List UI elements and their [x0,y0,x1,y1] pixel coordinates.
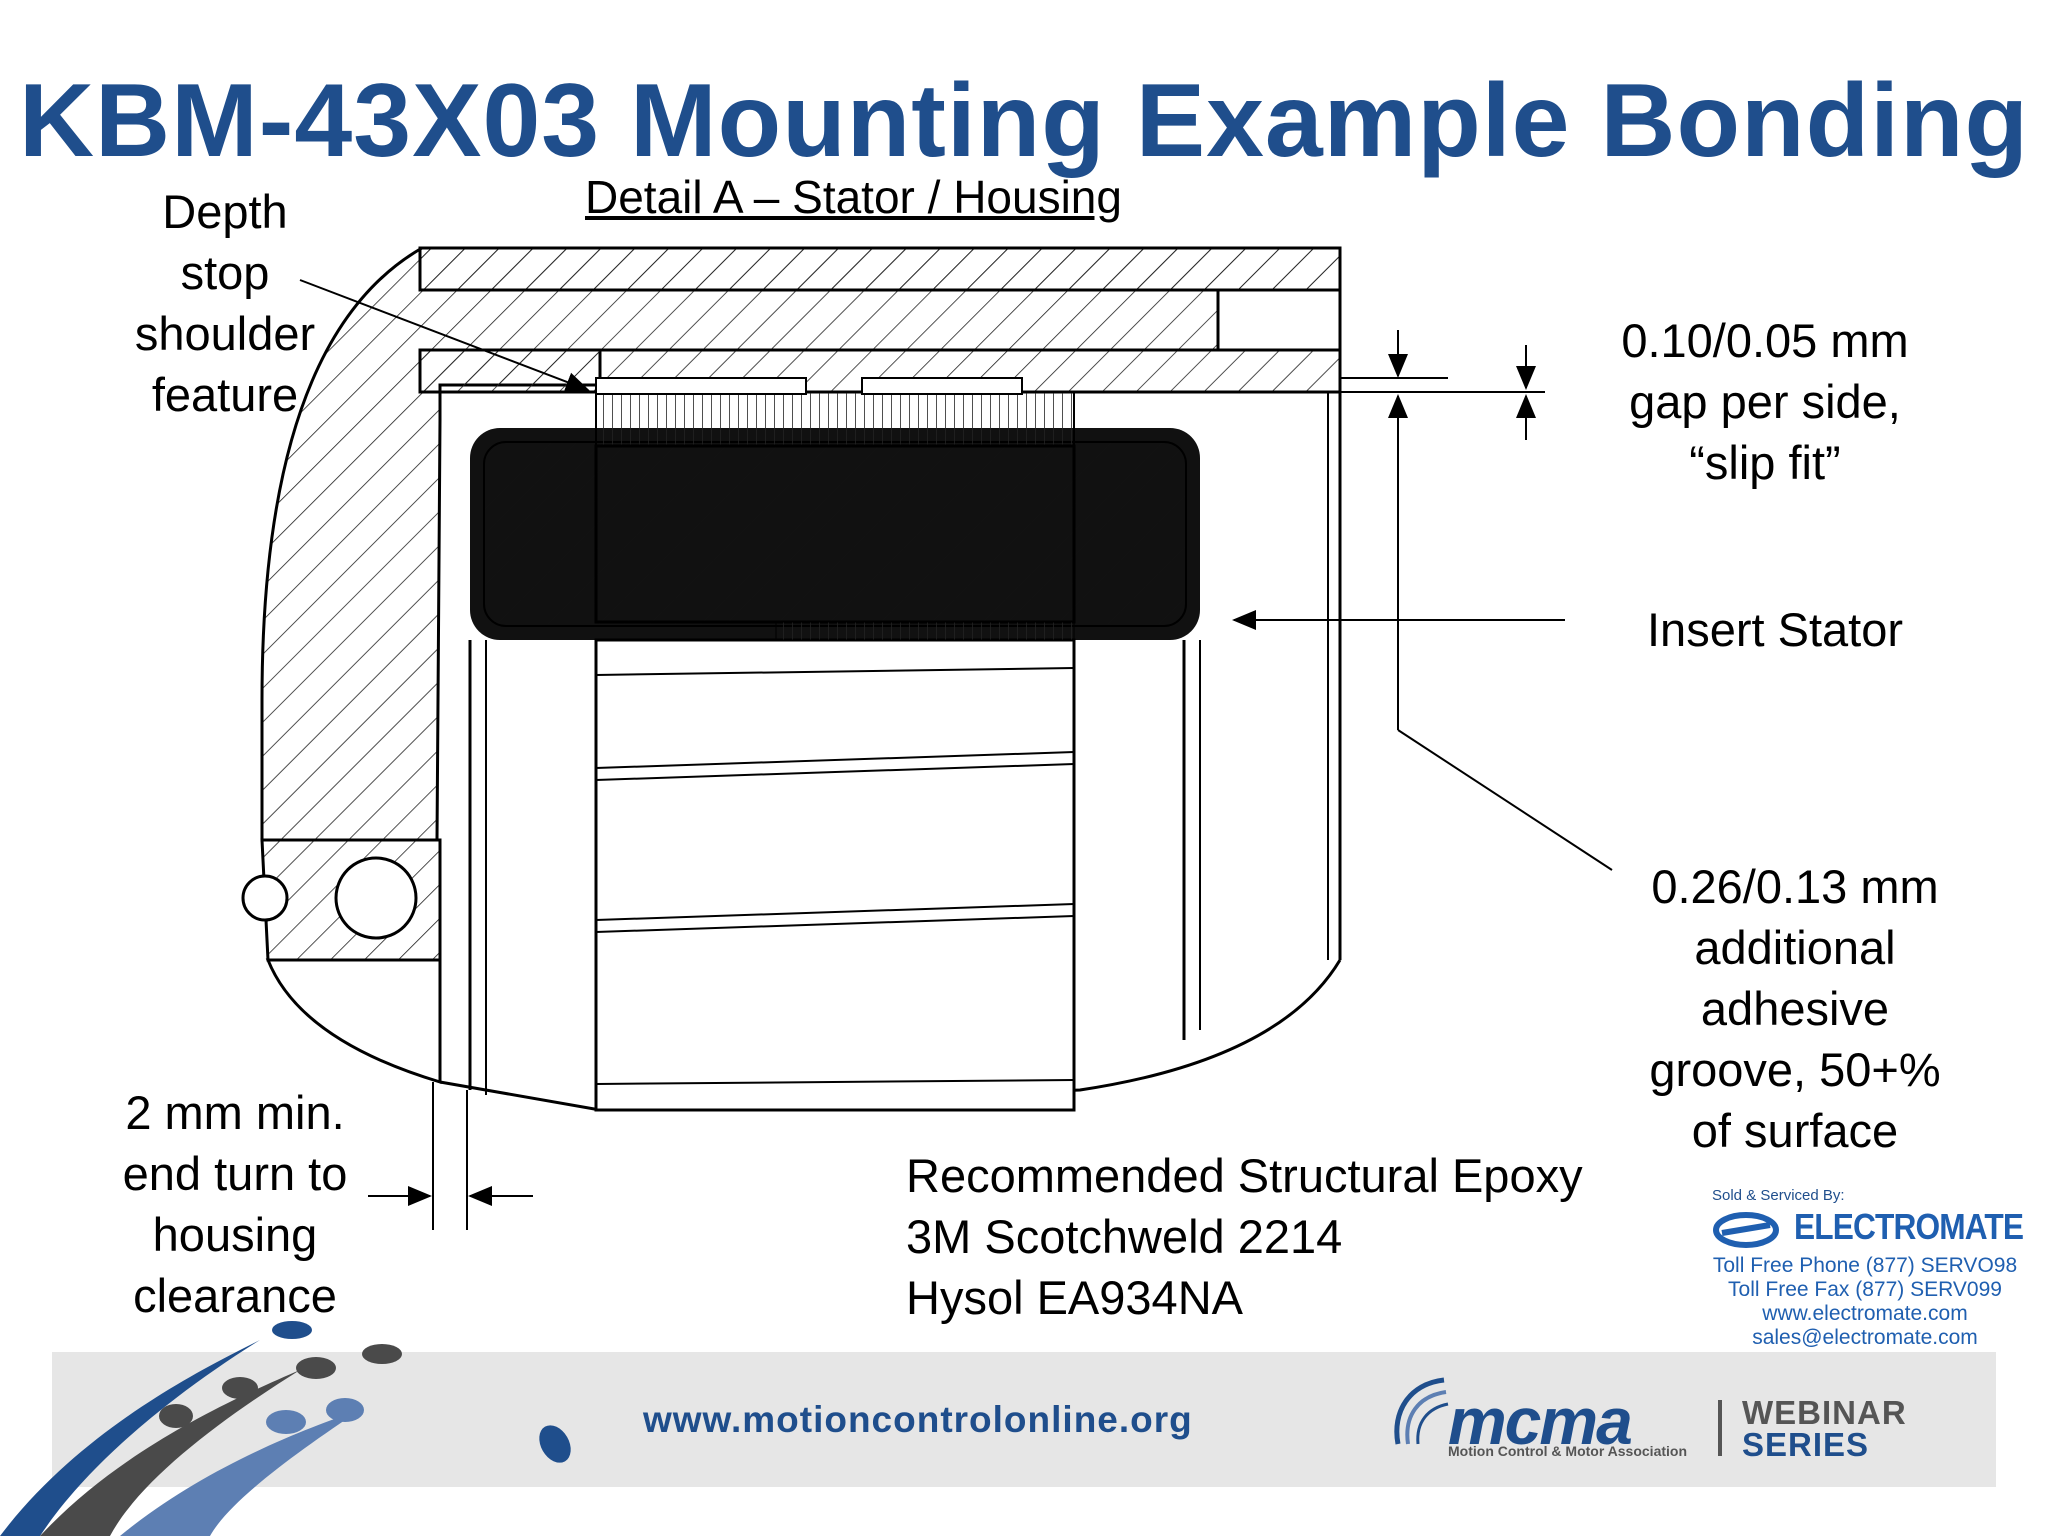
epoxy-item-1: 3M Scotchweld 2214 [906,1210,1343,1263]
sold-by-text: Sold & Serviced By: [1712,1187,1845,1204]
rotor [468,621,1201,1112]
footer-swoosh-graphic [0,1321,571,1536]
depth-stop-line-3: shoulder [134,307,316,360]
groove-line-4: groove, 50+% [1649,1043,1941,1096]
clearance-line-1: 2 mm min. [125,1086,345,1139]
distributor-email-link[interactable]: sales@electromate.com [1752,1326,1978,1349]
footer-band [52,1352,1996,1487]
clearance-label: 2 mm min. end turn to housing clearance [90,1082,380,1326]
groove-label: 0.26/0.13 mm additional adhesive groove,… [1580,856,2010,1161]
groove-leader [1397,729,1613,871]
groove-line-3: adhesive [1700,982,1890,1035]
depth-stop-line-4: feature [151,368,299,421]
mcma-org-name: Motion Control & Motor Association [1448,1443,1688,1459]
gap-line-3: “slip fit” [1689,436,1841,489]
depth-stop-label: Depth stop shoulder feature [110,181,340,425]
groove-line-5: of surface [1691,1104,1899,1157]
clearance-dimension [368,1082,533,1230]
distributor-contact: Toll Free Phone (877) SERVO98 Toll Free … [1710,1254,2020,1350]
epoxy-item-2: Hysol EA934NA [906,1271,1243,1324]
gap-line-1: 0.10/0.05 mm [1621,314,1909,367]
gap-line-2: gap per side, [1629,375,1901,428]
electromate-name: ELECTROMATE [1794,1206,2024,1247]
clearance-line-2: end turn to [122,1147,348,1200]
mcma-logo: mcma [1448,1384,1633,1458]
gap-label: 0.10/0.05 mm gap per side, “slip fit” [1560,310,1970,493]
webinar-line: WEBINAR [1742,1394,1907,1431]
gap-dimension [1340,330,1545,730]
epoxy-heading: Recommended Structural Epoxy [906,1149,1583,1202]
series-line: SERIES [1742,1426,1870,1463]
slide-title: KBM-43X03 Mounting Example Bonding [18,63,2030,179]
stator-core [594,377,1076,624]
groove-line-2: additional [1694,921,1896,974]
footer-divider [1718,1400,1722,1456]
distributor-web-link[interactable]: www.electromate.com [1762,1302,1968,1325]
distributor-phone: Toll Free Phone (877) SERVO98 [1712,1254,2018,1277]
distributor-fax: Toll Free Fax (877) SERV099 [1728,1278,2002,1301]
epoxy-recommendation: Recommended Structural Epoxy 3M Scotchwe… [906,1145,1583,1328]
electromate-logo-icon [1713,1212,1779,1248]
detail-subtitle: Detail A – Stator / Housing [585,171,1122,223]
clearance-line-3: housing [152,1208,318,1261]
insert-stator-label: Insert Stator [1647,603,1903,656]
webinar-series-badge: WEBINAR SERIES [1742,1394,1907,1463]
mcma-globe-icon [1394,1377,1449,1445]
depth-stop-leader [299,279,590,392]
footer-url-link[interactable]: www.motioncontrolonline.org [643,1399,1193,1440]
clearance-line-4: clearance [133,1269,337,1322]
depth-stop-line-1: Depth [162,185,288,238]
housing-outline [439,959,1342,1112]
depth-stop-line-2: stop [180,246,270,299]
groove-line-1: 0.26/0.13 mm [1651,860,1939,913]
